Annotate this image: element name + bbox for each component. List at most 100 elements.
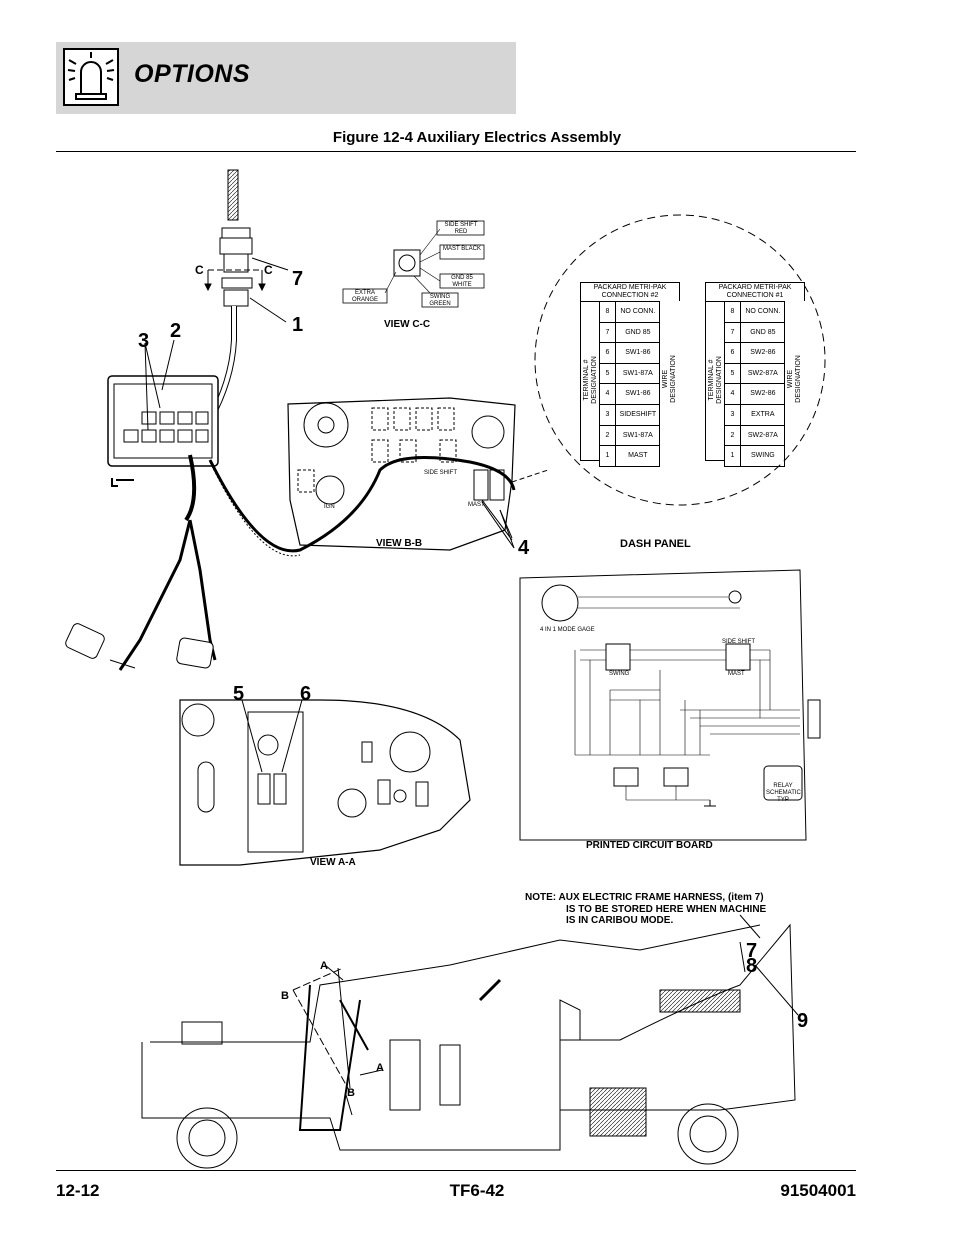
table1-wire-4: SW2-86	[741, 383, 785, 404]
pcb-relay-schematic: RELAY SCHEMATIC TYP	[766, 783, 801, 803]
table2-terminal-4: 4	[599, 383, 616, 404]
section-a-bottom: A	[376, 1062, 384, 1074]
table2-terminal-1: 1	[599, 445, 616, 466]
bb-side-shift: SIDE SHIFT	[424, 470, 458, 476]
bb-ign: IGN	[324, 504, 335, 510]
item-7-bottom: 7	[746, 940, 758, 962]
pcb-4in1: 4 IN 1 MODE GAGE	[540, 627, 595, 633]
table2-terminal-3: 3	[599, 403, 616, 425]
table1-wire-7: GND 85	[741, 321, 785, 343]
table1-terminal-8: 8	[730, 308, 735, 315]
cc-extra: EXTRA ORANGE	[351, 290, 378, 303]
footer-doc-number: 91504001	[780, 1181, 856, 1200]
table2-terminal-6: 6	[599, 342, 616, 363]
table1-wire-5: SW2-87A	[741, 362, 785, 384]
bb-mast: MAST	[468, 502, 485, 508]
table1-terminal-2: 2	[724, 424, 741, 446]
relay-panel	[107, 375, 219, 671]
table2-wire-2: SW1-87A	[616, 424, 660, 446]
table2-left-label-1: TERMINAL #	[583, 359, 590, 401]
table2-left-label-2: DESIGNATION	[591, 356, 598, 404]
dash-panel-label: DASH PANEL	[620, 538, 691, 550]
table1-wire-6: SW2-86	[741, 342, 785, 363]
pcb-schematic	[519, 569, 821, 841]
table1-title-1: PACKARD METRI-PAK	[718, 284, 792, 291]
table1-terminal-1: 1	[724, 445, 741, 466]
section-c-right: C	[264, 263, 273, 277]
footer-model: TF6-42	[449, 1181, 505, 1200]
item-3: 3	[138, 330, 150, 352]
pcb-label: PRINTED CIRCUIT BOARD	[586, 840, 713, 851]
table1-right-label-2: DESIGNATION	[795, 355, 803, 403]
view-cc-label: VIEW C-C	[384, 319, 431, 330]
note-line-1: NOTE: AUX ELECTRIC FRAME HARNESS, (item …	[525, 892, 764, 903]
table2-terminal-5: 5	[599, 362, 616, 384]
item4-callout	[481, 501, 515, 549]
section-c-left: C	[195, 263, 204, 277]
cc-side-shift: SIDE SHIFT RED	[444, 222, 478, 235]
bottom-rule	[56, 1170, 856, 1171]
table2-terminal-8: 8	[605, 308, 610, 315]
cc-mast: MAST BLACK	[443, 246, 481, 252]
table1-terminal-6: 6	[724, 342, 741, 363]
pcb-mast: MAST	[728, 671, 745, 677]
table2-right-label-2: DESIGNATION	[670, 355, 678, 403]
section-b-left: B	[281, 990, 289, 1002]
header-band	[56, 42, 516, 114]
section-a-top: A	[320, 960, 328, 972]
beacon-light-icon	[63, 48, 119, 106]
table2-terminal-2: 2	[599, 424, 616, 446]
table2-title-2: CONNECTION #2	[601, 292, 659, 299]
table1-title-2: CONNECTION #1	[726, 292, 784, 299]
table1-wire-2: SW2-87A	[741, 424, 785, 446]
item-2: 2	[170, 320, 182, 342]
table2-wire-1: MAST	[616, 445, 660, 466]
item-callouts-left	[144, 339, 175, 431]
cc-swing: SWING GREEN	[429, 294, 451, 307]
table1-terminal-4: 4	[724, 383, 741, 404]
machine-side-view	[141, 914, 799, 1169]
item-7-top: 7	[292, 268, 304, 290]
table1-wire-1: SWING	[741, 445, 785, 466]
item-5: 5	[233, 683, 245, 705]
table1-left-label-2: DESIGNATION	[716, 356, 723, 404]
section-b-bottom: B	[347, 1087, 355, 1099]
table2-wire-8: NO CONN.	[620, 308, 656, 315]
note-line-2: IS TO BE STORED HERE WHEN MACHINE	[566, 904, 767, 915]
view-bb-label: VIEW B-B	[376, 538, 423, 549]
item-1: 1	[292, 314, 304, 336]
table2-wire-4: SW1-86	[616, 383, 660, 404]
table2-wire-7: GND 85	[616, 321, 660, 343]
item-8: 8	[746, 955, 758, 977]
view-cc-connector	[342, 220, 485, 308]
footer-page-number: 12-12	[56, 1181, 100, 1200]
page-title: OPTIONS	[134, 60, 251, 88]
top-rule	[56, 151, 856, 152]
view-bb-dash	[208, 397, 549, 557]
table1-terminal-5: 5	[724, 362, 741, 384]
pcb-swing: SWING	[609, 671, 630, 677]
table2-terminal-7: 7	[599, 321, 616, 343]
cc-gnd: GND 85 WHITE	[451, 275, 473, 288]
table1-wire-8: NO CONN.	[745, 308, 781, 315]
table1-terminal-7: 7	[724, 321, 741, 343]
detail-zoom-circle	[534, 214, 826, 506]
item-9: 9	[797, 1010, 809, 1032]
table2-wire-5: SW1-87A	[616, 362, 660, 384]
view-aa-dash	[179, 699, 471, 866]
table1-wire-3: EXTRA	[741, 403, 785, 425]
table1-terminal-3: 3	[724, 403, 741, 425]
note-line-3: IS IN CARIBOU MODE.	[566, 915, 674, 926]
table1-left-label-1: TERMINAL #	[708, 359, 715, 401]
pcb-sideshift: SIDE SHIFT	[722, 639, 756, 645]
view-aa-label: VIEW A-A	[310, 857, 356, 868]
figure-title: Figure 12-4 Auxiliary Electrics Assembly	[332, 129, 622, 146]
item-4: 4	[518, 537, 530, 559]
connection-2-table: PACKARD METRI-PAK CONNECTION #2 TERMINAL…	[580, 282, 680, 467]
table2-wire-3: SIDESHIFT	[616, 403, 660, 425]
table2-title-1: PACKARD METRI-PAK	[593, 284, 667, 291]
connection-1-table: PACKARD METRI-PAK CONNECTION #1 TERMINAL…	[705, 282, 805, 467]
item-6: 6	[300, 683, 312, 705]
table2-wire-6: SW1-86	[616, 342, 660, 363]
